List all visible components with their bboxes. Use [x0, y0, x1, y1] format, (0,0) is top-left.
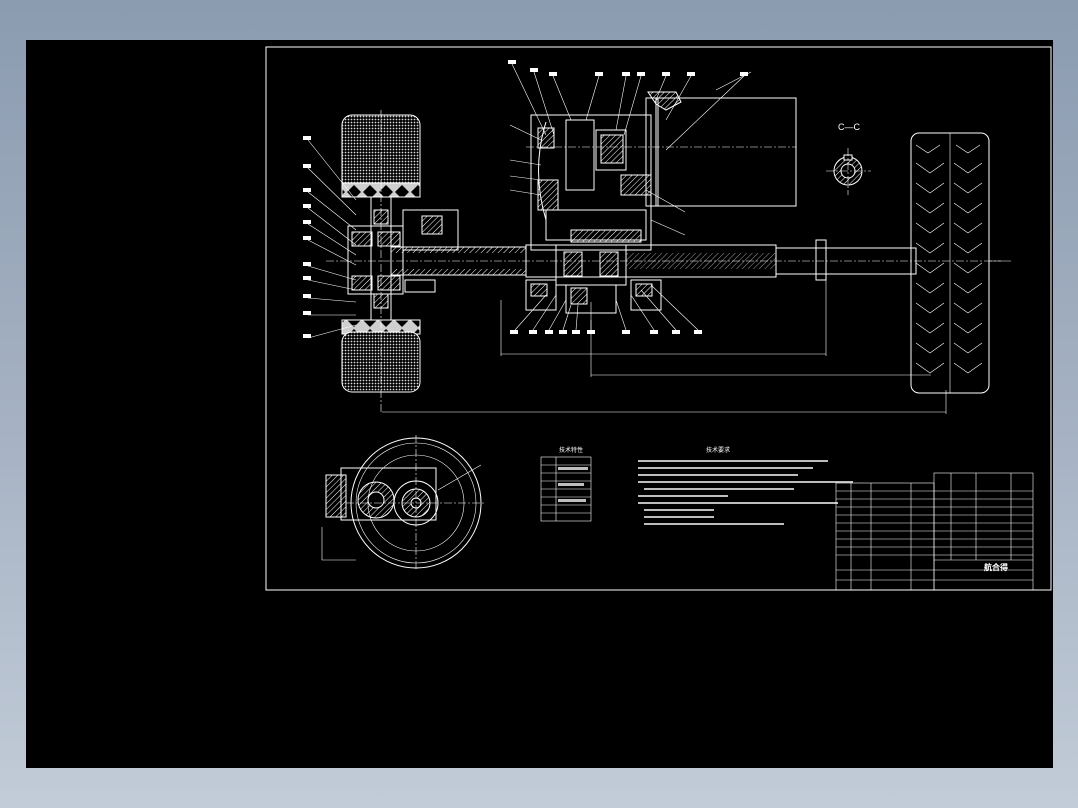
differential-section	[500, 240, 931, 377]
main-shaft	[326, 239, 1001, 281]
part-callout-leaders	[307, 63, 745, 339]
tech-reqs-title: 技术要求	[706, 446, 730, 454]
technical-requirements-notes: 技术要求	[638, 446, 853, 525]
gearbox-section	[526, 71, 797, 251]
title-block-company: 航合得	[984, 562, 1008, 572]
mechanical-assembly-drawing: C—C 技术特性	[265, 46, 1052, 591]
section-label: C—C	[838, 122, 860, 132]
right-tyre-view	[910, 132, 1011, 394]
motor-body	[655, 97, 797, 207]
end-view	[321, 435, 486, 570]
tech-params-title: 技术特性	[559, 446, 583, 454]
section-c-c-view: C—C	[826, 122, 871, 195]
technical-parameters-table: 技术特性	[540, 446, 592, 522]
cad-drawing-viewport[interactable]: C—C 技术特性	[26, 40, 1053, 768]
left-wheel-section	[341, 110, 947, 414]
callout-balloons	[303, 60, 748, 338]
drawing-frame	[265, 46, 1052, 591]
title-block-and-bom: 航合得	[835, 472, 1034, 591]
